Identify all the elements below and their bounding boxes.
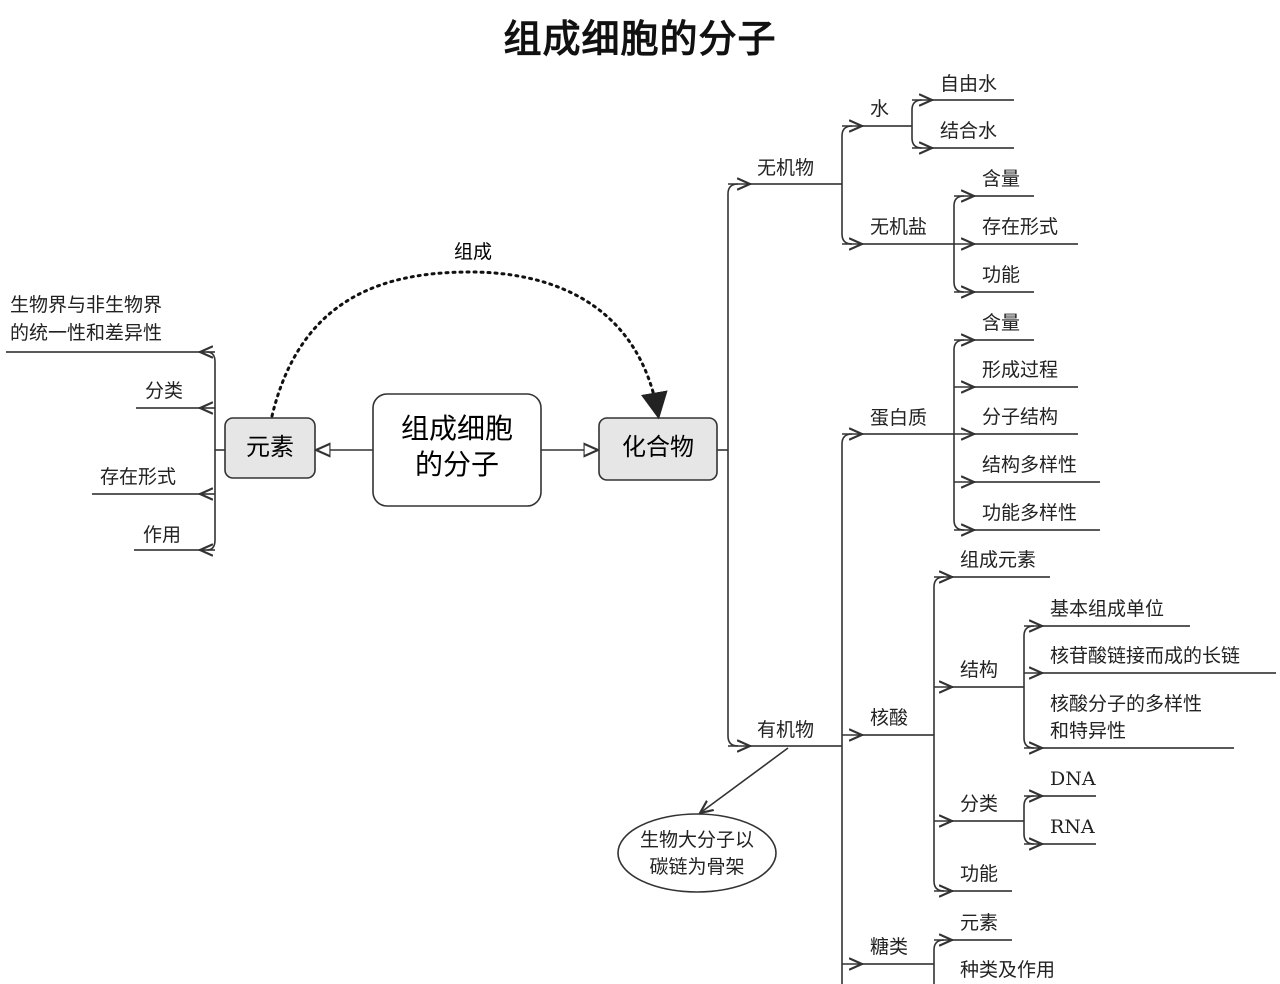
nucleic-function-label: 功能 (960, 863, 998, 885)
unity-label-line2: 的统一性和差异性 (10, 322, 162, 344)
protein-sdiv-label: 结构多样性 (982, 454, 1077, 476)
free-water-label: 自由水 (940, 73, 997, 95)
backbone-ellipse (617, 813, 777, 893)
role-label: 作用 (143, 524, 181, 546)
salt-function-label: 功能 (982, 264, 1020, 286)
sugar-elements-label: 元素 (960, 912, 998, 934)
water-bracket (911, 99, 923, 149)
nucleic-classify-label: 分类 (960, 793, 998, 815)
sugar-types-label: 种类及作用 (960, 959, 1055, 981)
backbone-label-line2: 碳链为骨架 (649, 856, 744, 878)
nucleic-elements-label: 组成元素 (960, 549, 1036, 571)
compose-arc-label: 组成 (454, 241, 492, 263)
structure-bracket (1023, 625, 1035, 749)
backbone-connector (700, 747, 789, 813)
sugar-bracket (933, 939, 945, 984)
structure-diversity-label-line1: 核酸分子的多样性 (1050, 693, 1202, 715)
page-title: 组成细胞的分子 (503, 17, 777, 61)
bound-water-label: 结合水 (940, 120, 997, 142)
salt-label: 无机盐 (870, 216, 927, 238)
organic-label: 有机物 (757, 719, 814, 741)
center-node-label-line1: 组成细胞 (401, 412, 513, 445)
protein-content-label: 含量 (982, 312, 1020, 334)
backbone-label-line1: 生物大分子以 (640, 829, 754, 851)
sugar-label: 糖类 (870, 936, 908, 958)
center-node-label-line2: 的分子 (415, 448, 499, 481)
dna-label: DNA (1050, 768, 1096, 790)
nucleic-label: 核酸 (870, 707, 908, 729)
protein-structure-label: 分子结构 (982, 406, 1058, 428)
protein-formation-label: 形成过程 (982, 359, 1058, 381)
compound-node-label: 化合物 (622, 433, 694, 461)
organic-bracket (841, 433, 853, 984)
protein-label: 蛋白质 (870, 407, 927, 429)
inorganic-bracket (841, 125, 853, 245)
classify-bracket (1023, 795, 1035, 845)
unity-label-line1: 生物界与非生物界 (10, 294, 162, 316)
structure-chain-label: 核苷酸链接而成的长链 (1050, 645, 1240, 667)
left-bracket (206, 351, 216, 551)
forms-label: 存在形式 (100, 466, 176, 488)
nucleic-bracket (933, 576, 945, 892)
salt-content-label: 含量 (982, 168, 1020, 190)
compound-bracket (727, 183, 739, 747)
inorganic-label: 无机物 (757, 157, 814, 179)
structure-unit-label: 基本组成单位 (1050, 598, 1164, 620)
compose-arc (270, 270, 668, 420)
water-label: 水 (870, 98, 889, 120)
protein-bracket (953, 339, 965, 531)
element-node-label: 元素 (246, 433, 294, 461)
nucleic-structure-label: 结构 (960, 659, 998, 681)
structure-diversity-label-line2: 和特异性 (1050, 720, 1126, 742)
protein-fdiv-label: 功能多样性 (982, 502, 1077, 524)
rna-label: RNA (1050, 816, 1095, 838)
salt-forms-label: 存在形式 (982, 216, 1058, 238)
classify-label: 分类 (145, 380, 183, 402)
